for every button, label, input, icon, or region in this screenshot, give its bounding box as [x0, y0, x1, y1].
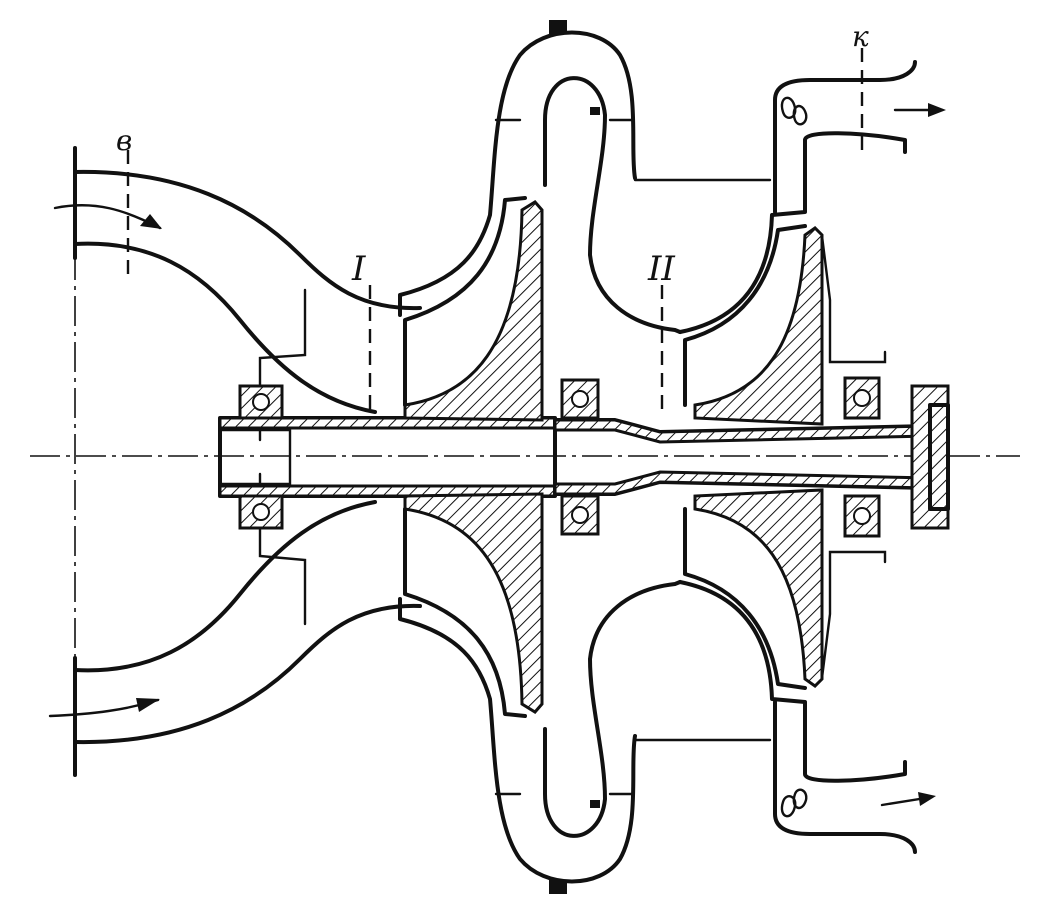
diffuser-wall-bottom [820, 550, 887, 680]
casing-bolt-top [549, 20, 567, 34]
inlet-upper-outer-wall [73, 169, 422, 311]
outlet-duct-top-outer [773, 60, 917, 214]
axis-lines [30, 250, 1020, 690]
label-stage-two: II [647, 249, 675, 289]
inlet-lower-outer-wall [73, 603, 422, 745]
bearing-middle-bottom [560, 494, 600, 536]
impeller-two-shroud-top [683, 224, 807, 407]
outlet-vane-top [780, 96, 808, 126]
impeller-one-disk-bottom [403, 492, 544, 714]
inlet-arrowhead-top [140, 214, 162, 229]
diffuser-wall-top [820, 234, 887, 364]
casing-stage-two [678, 60, 917, 854]
label-outlet-section: к [852, 20, 869, 53]
crossover-pin-top [590, 107, 600, 115]
bearing-front-bottom [238, 494, 284, 530]
impeller-stage-two [683, 224, 824, 690]
casing-stage-one [398, 20, 772, 894]
casing-one-outer-bottom [398, 597, 637, 884]
label-stage-one: I [351, 249, 366, 289]
outlet-duct-bottom-inner [678, 580, 907, 783]
impeller-two-disk-top [693, 226, 824, 426]
section-labels: в I II к [116, 20, 869, 289]
impeller-one-shroud-top [403, 196, 527, 407]
outlet-duct-top-inner [678, 131, 907, 334]
shaft-rear-wall-top [553, 418, 932, 444]
bearing-front-top [238, 384, 284, 420]
casing-bolt-bottom [549, 880, 567, 894]
section-lines [126, 48, 864, 412]
crossover-inner-bottom [543, 580, 682, 838]
outlet-arrowhead-bottom [918, 792, 936, 806]
bearings [238, 376, 881, 538]
shaft-front-bore [220, 428, 292, 486]
shaft-end-cap [928, 403, 950, 511]
crossover-pin-bottom [590, 800, 600, 808]
bearing-middle-top [560, 378, 600, 420]
inlet-upper-inner-wall [73, 241, 377, 414]
shaft-assembly [218, 384, 950, 530]
inlet-arrowhead-bottom [136, 698, 160, 712]
bearing-rear-bottom [843, 494, 881, 538]
impeller-stage-one [403, 196, 544, 718]
flow-arrows [48, 103, 946, 807]
outlet-duct-bottom-outer [773, 700, 917, 854]
crossover-inner-top [543, 76, 682, 334]
inlet-lower-inner-wall [73, 500, 377, 673]
bearing-rear-top [843, 376, 881, 420]
outlet-arrowhead-top [928, 103, 946, 117]
impeller-one-disk-top [403, 200, 544, 422]
label-inlet-section: в [116, 124, 132, 157]
shaft-rear-wall-bottom [553, 470, 932, 496]
impeller-two-shroud-bottom [683, 507, 807, 690]
impeller-one-shroud-bottom [403, 507, 527, 718]
impeller-two-disk-bottom [693, 488, 824, 688]
outlet-vane-bottom [780, 788, 808, 818]
casing-one-outer-top [398, 30, 637, 317]
